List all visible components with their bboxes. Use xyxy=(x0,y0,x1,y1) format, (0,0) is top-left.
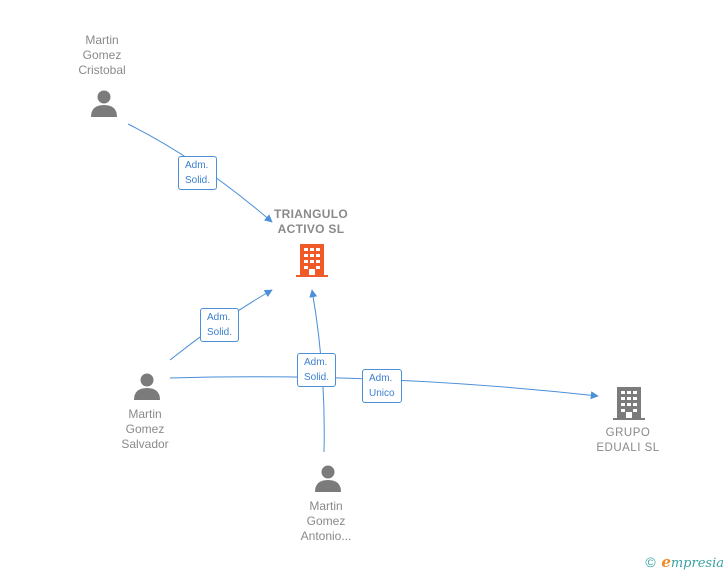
person-icon[interactable] xyxy=(132,371,162,401)
edge-label-cristobal-triangulo[interactable]: Adm. Solid. xyxy=(178,156,218,190)
edge-label-salvador-triangulo[interactable]: Adm. Solid. xyxy=(200,308,240,342)
edge-label-salvador-eduali[interactable]: Adm. Unico xyxy=(362,369,402,403)
person-icon[interactable] xyxy=(313,463,343,493)
person-label-antonio: Martin Gomez Antonio... xyxy=(300,499,352,543)
brand-logo-text: mpresia xyxy=(670,556,724,571)
brand-footer[interactable]: © empresia xyxy=(645,553,724,571)
company-label-triangulo: TRIANGULO ACTIVO SL xyxy=(273,207,349,236)
person-icon[interactable] xyxy=(89,88,119,118)
company-label-eduali: GRUPO EDUALI SL xyxy=(596,427,660,454)
building-icon[interactable] xyxy=(296,242,328,278)
edge-label-antonio-triangulo[interactable]: Adm. Solid. xyxy=(297,353,337,387)
building-icon[interactable] xyxy=(613,385,645,421)
copyright-symbol: © xyxy=(645,554,656,570)
brand-logo-initial: e xyxy=(661,553,671,571)
person-label-salvador: Martin Gomez Salvador xyxy=(121,407,169,451)
person-label-cristobal: Martin Gomez Cristobal xyxy=(78,33,126,77)
